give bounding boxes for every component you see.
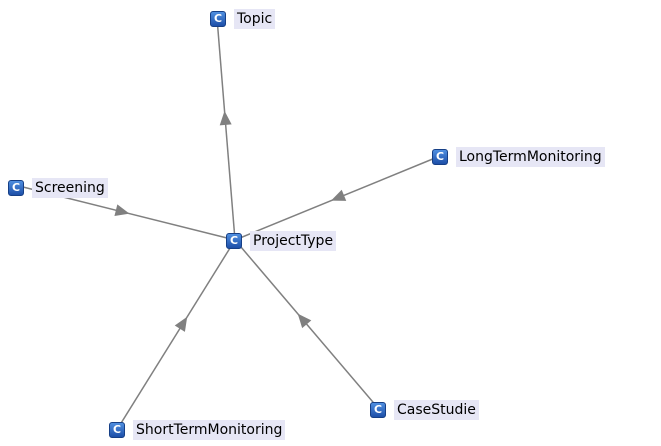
node-label-screening: Screening: [32, 178, 108, 198]
arrowhead-shortterm-to-projecttype: [174, 316, 188, 332]
class-icon: C: [432, 149, 448, 165]
arrowhead-projecttype-to-topic: [219, 110, 232, 126]
edge-shortterm-to-projecttype: [117, 239, 236, 429]
class-icon: C: [370, 402, 386, 418]
node-label-topic: Topic: [234, 9, 276, 29]
node-label-longtermmonitoring: LongTermMonitoring: [456, 147, 605, 167]
class-icon: C: [210, 11, 226, 27]
edge-projecttype-to-topic: [216, 17, 236, 241]
node-projecttype[interactable]: C ProjectType: [226, 231, 337, 251]
node-topic[interactable]: C Topic: [210, 9, 276, 29]
class-icon: C: [8, 180, 24, 196]
class-icon: C: [226, 233, 242, 249]
node-label-shorttermmonitoring: ShortTermMonitoring: [133, 420, 286, 440]
arrowhead-longterm-to-projecttype: [331, 189, 347, 201]
node-casestudie[interactable]: C CaseStudie: [370, 400, 479, 420]
node-label-casestudie: CaseStudie: [394, 400, 479, 420]
node-longtermmonitoring[interactable]: C LongTermMonitoring: [432, 147, 605, 167]
node-screening[interactable]: C Screening: [8, 178, 108, 198]
node-shorttermmonitoring[interactable]: C ShortTermMonitoring: [109, 420, 286, 440]
class-icon: C: [109, 422, 125, 438]
arrowhead-screening-to-projecttype: [114, 204, 130, 217]
arrowhead-casestudie-to-projecttype: [297, 313, 312, 329]
node-label-projecttype: ProjectType: [250, 231, 337, 251]
